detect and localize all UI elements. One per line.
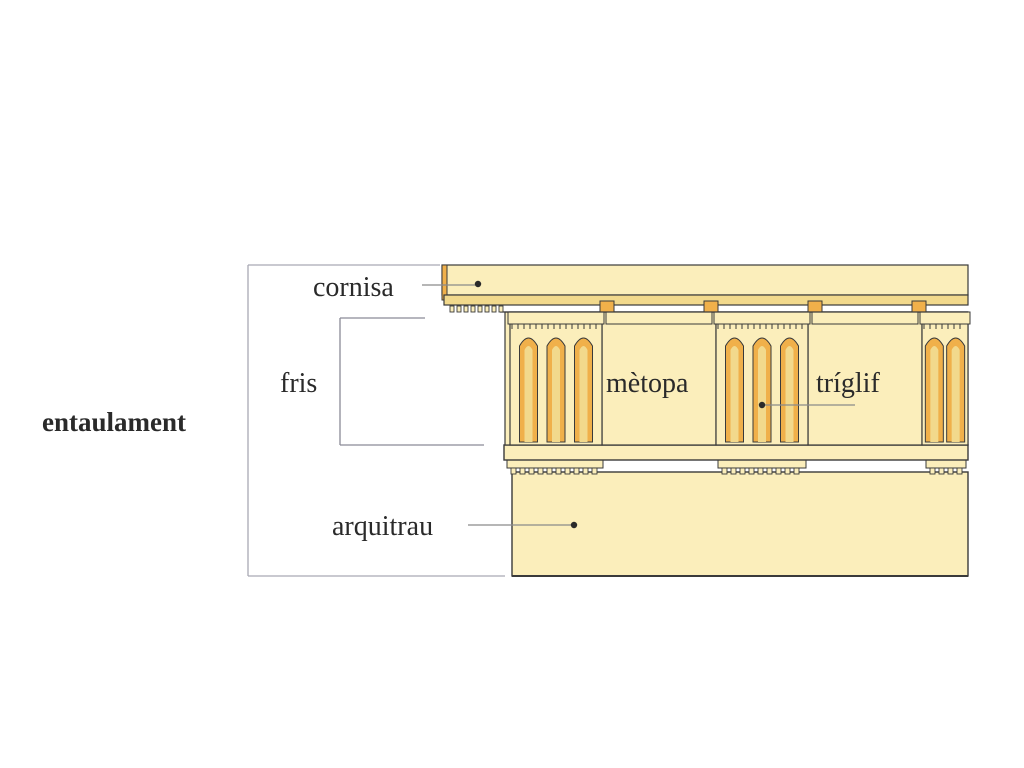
triglyph-groove-light (524, 346, 533, 442)
regula (925, 459, 967, 469)
gutta (582, 467, 589, 475)
triglyph-groove-light (951, 346, 960, 442)
cornice-gutta (491, 305, 497, 313)
metope-panel (601, 311, 717, 446)
leader-lines (422, 280, 855, 529)
gutta (555, 467, 562, 475)
triglyph-label: tríglif (816, 368, 880, 399)
gutta (938, 467, 945, 475)
gutta (564, 467, 571, 475)
mutules-group (500, 300, 968, 313)
mutule (703, 300, 719, 313)
gutta (757, 467, 764, 475)
gutta (784, 467, 791, 475)
gutta (766, 467, 773, 475)
cornice-gutta (477, 305, 483, 313)
mutule (599, 300, 615, 313)
taenia-band (503, 444, 969, 461)
triglyph-groove-light (730, 346, 739, 442)
gutta (510, 467, 517, 475)
mutule (807, 300, 823, 313)
gutta (793, 467, 800, 475)
metopes-group (601, 311, 923, 446)
triglyph-capital (919, 311, 971, 325)
cornice-gutta (470, 305, 476, 313)
metope-cap (605, 311, 713, 325)
architrave-label: arquitrau (332, 511, 433, 542)
gutta (546, 467, 553, 475)
cornice-label: cornisa (313, 272, 394, 303)
regula (717, 459, 807, 469)
metope-panel (807, 311, 923, 446)
gutta (519, 467, 526, 475)
triglyph-groove-light (758, 346, 766, 442)
entablature-label: entaulament (42, 407, 186, 437)
cornice-gutta (498, 305, 504, 313)
gutta (748, 467, 755, 475)
gutta (528, 467, 535, 475)
gutta (956, 467, 963, 475)
regulae-group (506, 459, 967, 475)
cornice-guttae (449, 305, 504, 313)
metope-label: mètopa (606, 368, 689, 399)
frieze-label: fris (280, 368, 317, 399)
triglyph-groove-light (785, 346, 794, 442)
triglyph-capital (713, 311, 811, 325)
gutta (739, 467, 746, 475)
mutule (911, 300, 927, 313)
cornice-gutta (484, 305, 490, 313)
gutta (775, 467, 782, 475)
gutta (537, 467, 544, 475)
architrave-block (511, 471, 969, 577)
gutta (730, 467, 737, 475)
regula (506, 459, 604, 469)
cornice-block (441, 264, 969, 306)
frieze-bracket (339, 317, 484, 446)
gutta (721, 467, 728, 475)
triglyph-groove-light (579, 346, 588, 442)
gutta (591, 467, 598, 475)
gutta (573, 467, 580, 475)
entablature-bracket (247, 264, 505, 577)
triglyph-groove-light (552, 346, 560, 442)
triglyph-capital (507, 311, 605, 325)
gutta (947, 467, 954, 475)
triglyph-groove-light (930, 346, 939, 442)
cornice-gutta (456, 305, 462, 313)
cornice-gutta (449, 305, 455, 313)
metope-cap (811, 311, 919, 325)
cornice-gutta (463, 305, 469, 313)
gutta (929, 467, 936, 475)
